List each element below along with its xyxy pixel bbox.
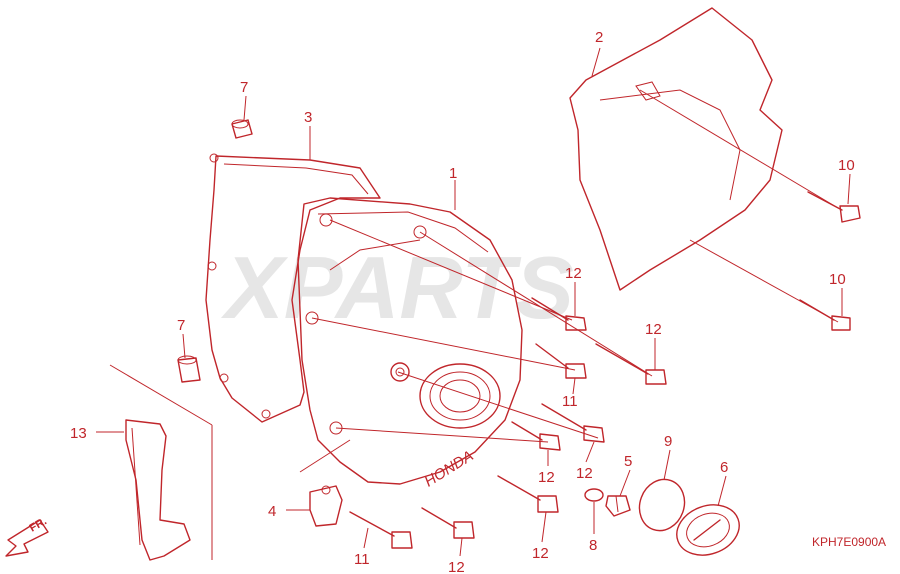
watermark-text: XPARTS <box>220 238 574 337</box>
collar-part-upper <box>231 119 253 139</box>
callout-12-a: 12 <box>565 265 582 282</box>
bolt-group <box>349 191 861 549</box>
callout-10-lower: 10 <box>829 271 846 288</box>
callout-5: 5 <box>624 453 632 470</box>
leader-lines <box>96 47 851 557</box>
callout-2: 2 <box>595 29 603 46</box>
callout-12-f: 12 <box>448 559 465 574</box>
callout-11-bottom: 11 <box>354 551 370 568</box>
callout-12-e: 12 <box>532 545 549 562</box>
callout-8: 8 <box>589 537 597 554</box>
callout-6: 6 <box>720 459 728 476</box>
callout-12-d: 12 <box>538 469 555 486</box>
callout-labels: 1 2 3 4 5 6 7 7 8 9 10 10 11 11 12 12 12… <box>70 29 855 574</box>
guide-part <box>125 419 191 561</box>
clamp-part <box>309 485 343 527</box>
diagram-code: KPH7E0900A <box>812 535 886 549</box>
front-direction-arrow: FR. <box>5 515 49 557</box>
callout-1: 1 <box>449 165 457 182</box>
cover-brand-text: HONDA <box>421 447 476 490</box>
callout-9: 9 <box>664 433 672 450</box>
callout-13: 13 <box>70 425 87 442</box>
callout-7-lower: 7 <box>177 317 185 334</box>
gasket-part <box>205 155 381 423</box>
crankcase-cover-part <box>297 197 523 485</box>
callout-12-c: 12 <box>576 465 593 482</box>
callout-3: 3 <box>304 109 312 126</box>
outer-cover-part <box>569 7 783 291</box>
o-ring-large-part <box>638 478 686 532</box>
callout-12-b: 12 <box>645 321 662 338</box>
collar-part-lower <box>177 355 201 383</box>
o-ring-small-part <box>584 488 604 502</box>
cap-part <box>676 504 740 556</box>
plug-part <box>605 495 631 517</box>
callout-7-upper: 7 <box>240 79 248 96</box>
callout-11-right: 11 <box>562 393 578 410</box>
callout-10-upper: 10 <box>838 157 855 174</box>
front-indicator-text: FR. <box>28 515 49 534</box>
callout-4: 4 <box>268 503 276 520</box>
cover-opening <box>419 363 501 429</box>
